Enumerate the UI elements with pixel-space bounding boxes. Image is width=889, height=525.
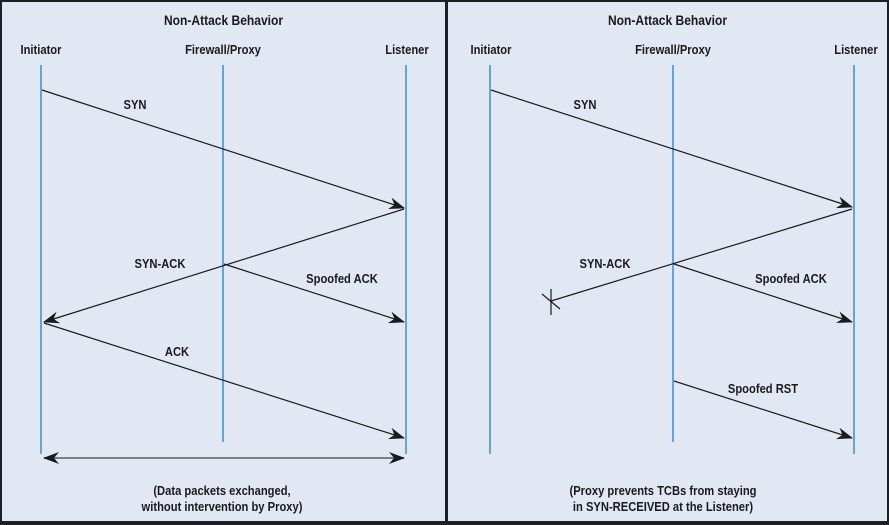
lifeline-label-firewall: Firewall/Proxy xyxy=(635,42,711,57)
caption-line-1: (Proxy prevents TCBs from staying xyxy=(569,483,757,498)
caption-line-2: without intervention by Proxy) xyxy=(141,499,303,514)
caption: (Data packets exchanged, without interve… xyxy=(93,483,351,515)
syn-arrow xyxy=(490,89,853,209)
syn-ack-arrow xyxy=(43,208,405,324)
syn-arrow xyxy=(41,89,405,210)
message-label-spoofed-ack: Spoofed ACK xyxy=(755,271,827,286)
message-label-syn: SYN xyxy=(123,97,147,112)
message-label-syn: SYN xyxy=(573,97,597,112)
lifeline-label-initiator: Initiator xyxy=(470,42,512,57)
sequence-diagram-left xyxy=(40,65,407,464)
message-label-ack: ACK xyxy=(164,344,190,359)
caption-line-2: in SYN-RECEIVED at the Listener) xyxy=(572,499,754,514)
syn-ack-arrow xyxy=(550,208,853,302)
lifeline-label-firewall: Firewall/Proxy xyxy=(185,42,261,57)
spoofed-rst-arrow xyxy=(673,380,853,440)
message-label-syn-ack: SYN-ACK xyxy=(134,256,186,271)
lifeline-label-listener: Listener xyxy=(385,42,429,57)
message-label-syn-ack: SYN-ACK xyxy=(579,256,631,271)
message-label-spoofed-rst: Spoofed RST xyxy=(727,381,799,396)
lost-packet-mark-diag xyxy=(541,293,561,310)
spoofed-ack-arrow xyxy=(673,263,853,324)
caption: (Proxy prevents TCBs from staying in SYN… xyxy=(521,483,805,515)
caption-line-1: (Data packets exchanged, xyxy=(153,483,291,498)
lifeline-label-listener: Listener xyxy=(834,42,878,57)
diagram-panel-right: Non-Attack Behavior Initiator Firewall/P… xyxy=(448,2,887,521)
diagram-panel-left: Non-Attack Behavior Initiator Firewall/P… xyxy=(2,2,445,521)
panel-title: Non-Attack Behavior xyxy=(607,12,728,28)
panel-title: Non-Attack Behavior xyxy=(163,12,284,28)
spoofed-ack-arrow xyxy=(223,263,405,324)
ack-arrow xyxy=(43,322,405,440)
sequence-diagram-right xyxy=(489,65,855,454)
message-label-spoofed-ack: Spoofed ACK xyxy=(306,271,378,286)
lifeline-label-initiator: Initiator xyxy=(20,42,62,57)
